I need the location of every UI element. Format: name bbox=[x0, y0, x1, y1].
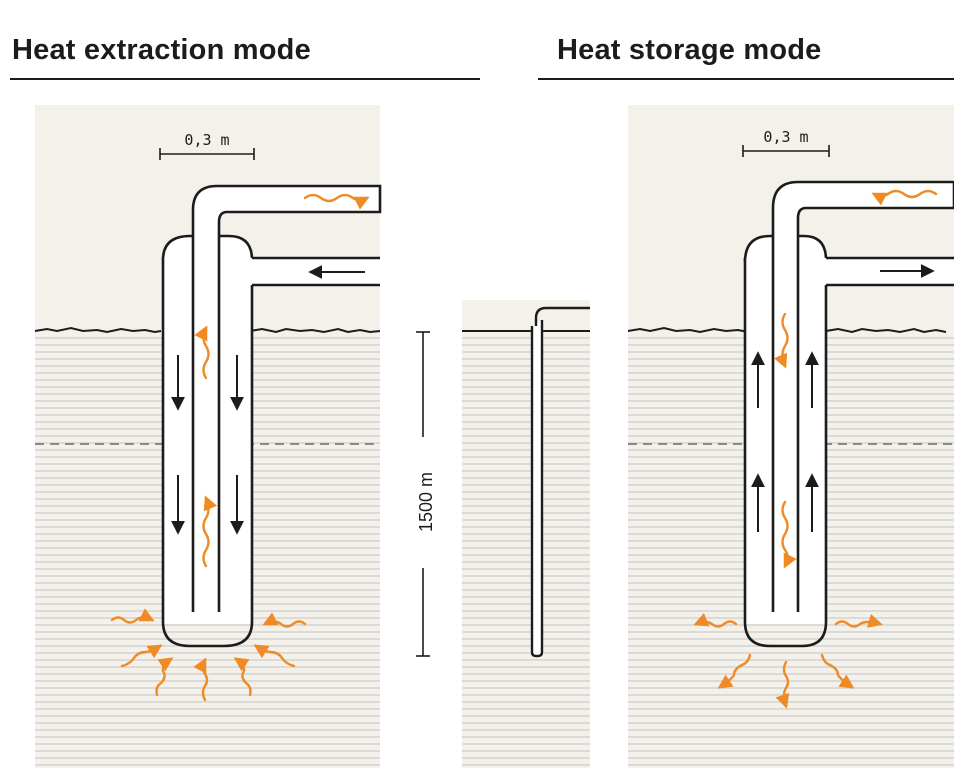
extraction-inner-pipe bbox=[191, 184, 382, 612]
extraction-outer-casing bbox=[161, 258, 254, 648]
extraction-return-pipe bbox=[252, 256, 380, 287]
scale-ground bbox=[462, 332, 590, 768]
title-underline-left bbox=[10, 78, 480, 80]
extraction-heat-up-arrow bbox=[194, 325, 210, 380]
ground-heat-out-arrow bbox=[717, 653, 752, 689]
ground-heat-in-arrow bbox=[253, 644, 296, 668]
heat-storage-mode-title: Heat storage mode bbox=[557, 34, 822, 66]
heat-extraction-mode-title: Heat extraction mode bbox=[12, 34, 311, 66]
extraction-width-label: 0,3 m bbox=[184, 131, 229, 149]
ground-heat-in-arrow bbox=[155, 657, 174, 697]
ground-heat-out-arrow bbox=[820, 653, 855, 689]
title-underline-right bbox=[538, 78, 954, 80]
extraction-heat-out-arrow bbox=[303, 193, 370, 210]
ground-heat-in-arrow bbox=[262, 612, 307, 628]
depth-label: 1500 m bbox=[416, 472, 436, 532]
scale-borehole bbox=[530, 320, 544, 658]
ground-heat-in-arrow bbox=[193, 657, 209, 702]
ground-heat-in-arrow bbox=[233, 657, 252, 697]
storage-heat-down-arrow bbox=[781, 500, 797, 569]
ground-heat-in-arrow bbox=[120, 644, 163, 668]
storage-return-pipe bbox=[826, 256, 954, 287]
storage-heat-in-arrow bbox=[871, 189, 938, 206]
scale-borehole-pipe bbox=[534, 306, 590, 326]
ground-heat-in-arrow bbox=[110, 608, 155, 624]
ground-heat-out-arrow bbox=[834, 613, 883, 628]
storage-ground-surface bbox=[627, 326, 947, 334]
extraction-ground-surface bbox=[34, 326, 381, 334]
ground-heat-out-arrow bbox=[775, 660, 790, 709]
storage-outer-casing bbox=[743, 258, 828, 648]
extraction-heat-up-arrow bbox=[202, 495, 218, 568]
ground-heat-out-arrow bbox=[693, 613, 738, 628]
storage-inner-pipe bbox=[771, 180, 954, 612]
storage-width-label: 0,3 m bbox=[763, 128, 808, 146]
storage-heat-down-arrow bbox=[773, 312, 789, 369]
